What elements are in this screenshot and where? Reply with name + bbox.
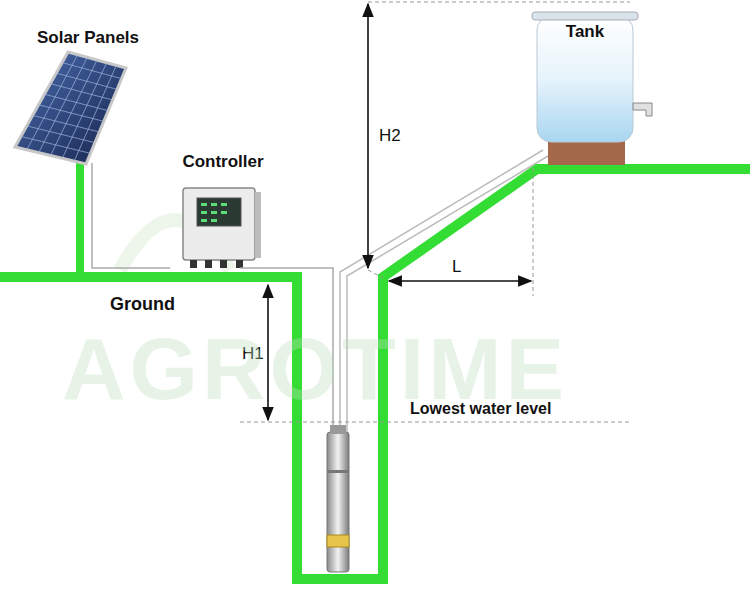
controller-unit: Controller bbox=[170, 152, 276, 268]
node-label: Tank bbox=[566, 22, 604, 42]
node-label: Controller bbox=[182, 152, 263, 172]
watermark: AGROTIME bbox=[62, 318, 568, 420]
power-wire bbox=[92, 163, 170, 268]
panel-grid bbox=[21, 55, 122, 162]
submersible-pump bbox=[327, 425, 349, 572]
solar-panel bbox=[15, 52, 126, 164]
dimension-label: L bbox=[452, 257, 461, 277]
solar-panel-array: Solar Panels bbox=[22, 28, 154, 163]
ground-label: Ground bbox=[110, 294, 175, 315]
node-label: Solar Panels bbox=[37, 28, 139, 48]
tank-box: Tank bbox=[538, 20, 632, 138]
ground-profile bbox=[0, 169, 750, 579]
water-tank bbox=[532, 12, 652, 165]
controller-box bbox=[183, 188, 261, 268]
dimension-label: H2 bbox=[379, 126, 401, 146]
